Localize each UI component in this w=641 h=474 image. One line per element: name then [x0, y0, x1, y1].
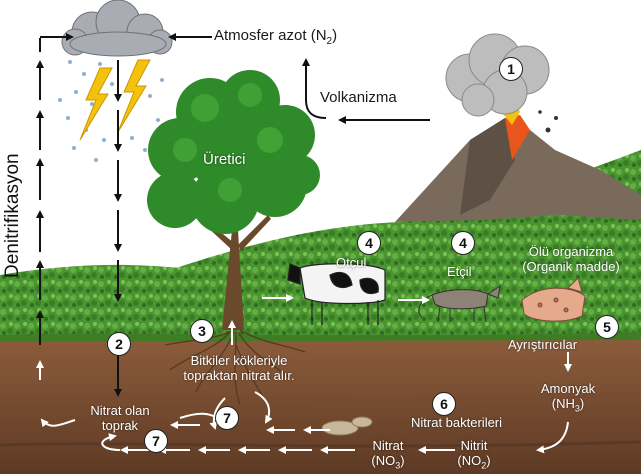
label-decomposers: Ayrıştırıcılar	[508, 337, 577, 352]
badge-5: 5	[595, 315, 619, 339]
lightning-left	[80, 68, 112, 140]
badge-4-herbivore: 4	[357, 231, 381, 255]
rain	[58, 60, 164, 162]
badge-3: 3	[190, 319, 214, 343]
label-volcanism: Volkanizma	[320, 90, 397, 105]
badge-6: 6	[432, 392, 456, 416]
label-nitrate: Nitrat (NO3)	[360, 438, 416, 474]
badge-1: 1	[499, 57, 523, 81]
label-producer: Üretici	[203, 152, 246, 167]
label-atmospheric-nitrogen: Atmosfer azot (N2)	[214, 28, 337, 49]
badge-7-upper: 7	[215, 406, 239, 430]
label-nitrite: Nitrit (NO2)	[446, 438, 502, 474]
storm-cloud	[62, 0, 172, 56]
volcano-smoke	[446, 34, 549, 116]
grass-left	[0, 265, 180, 345]
label-dead-organism: Ölü organizma (Organik madde)	[507, 244, 635, 274]
label-roots-uptake: Bitkiler kökleriyle topraktan nitrat alı…	[166, 353, 312, 383]
lightning-right	[118, 60, 150, 132]
label-nitrate-bacteria: Nitrat bakterileri	[411, 415, 502, 430]
label-carnivore: Etçil	[447, 264, 472, 279]
label-ammonia: Amonyak (NH3)	[530, 381, 606, 417]
label-herbivore: Otçul	[336, 255, 366, 270]
badge-7-lower: 7	[144, 429, 168, 453]
label-denitrification: Denitrifikasyon	[2, 153, 24, 278]
badge-4-carnivore: 4	[451, 231, 475, 255]
badge-2: 2	[107, 332, 131, 356]
